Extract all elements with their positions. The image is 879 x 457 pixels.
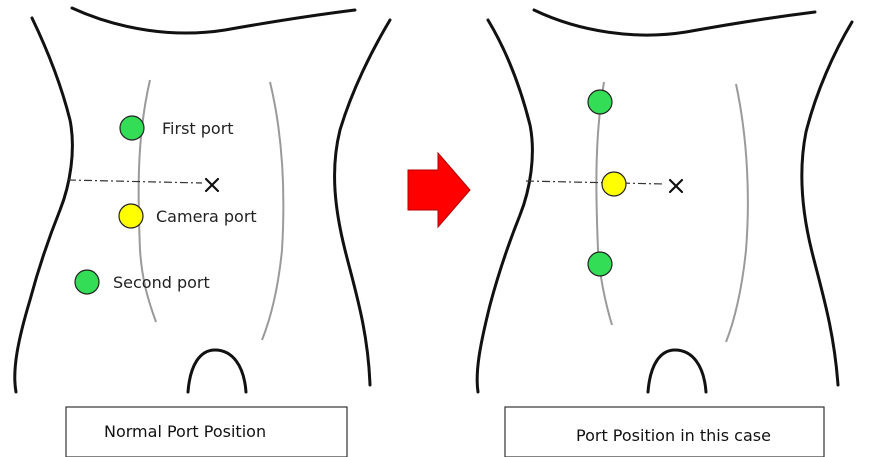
left-first-port-label: First port xyxy=(162,119,234,138)
left-camera-port-icon xyxy=(119,204,143,228)
right-torso-left-side xyxy=(477,20,532,392)
left-first-port-icon xyxy=(120,116,144,140)
left-rectus-line-right xyxy=(262,82,283,340)
right-target-x-mark-icon xyxy=(670,180,682,192)
left-target-x-mark-icon xyxy=(206,179,218,191)
left-torso-right-side xyxy=(335,20,390,385)
left-chest-line xyxy=(72,8,355,33)
right-groin-arch xyxy=(648,350,706,392)
left-groin-arch xyxy=(188,350,246,392)
left-guide-line xyxy=(68,180,202,183)
left-caption: Normal Port Position xyxy=(104,422,266,441)
right-rectus-line-right xyxy=(726,84,748,342)
left-camera-port-label: Camera port xyxy=(156,207,257,226)
right-rectus-line-left xyxy=(596,82,612,325)
right-torso-right-side xyxy=(802,22,852,385)
right-camera-port-icon xyxy=(602,172,626,196)
left-second-port-label: Second port xyxy=(113,273,210,292)
right-guide-line xyxy=(526,181,664,184)
transition-arrow xyxy=(408,153,470,227)
right-upper-port-icon xyxy=(588,90,612,114)
right-panel: Port Position in this case xyxy=(477,10,852,457)
right-chest-line xyxy=(534,10,815,35)
right-caption: Port Position in this case xyxy=(576,426,771,445)
left-panel: First port Camera port Second port Norma… xyxy=(15,8,390,457)
right-arrow-icon xyxy=(408,153,470,227)
left-torso-left-side xyxy=(15,18,73,392)
right-lower-port-icon xyxy=(588,252,612,276)
left-second-port-icon xyxy=(75,270,99,294)
